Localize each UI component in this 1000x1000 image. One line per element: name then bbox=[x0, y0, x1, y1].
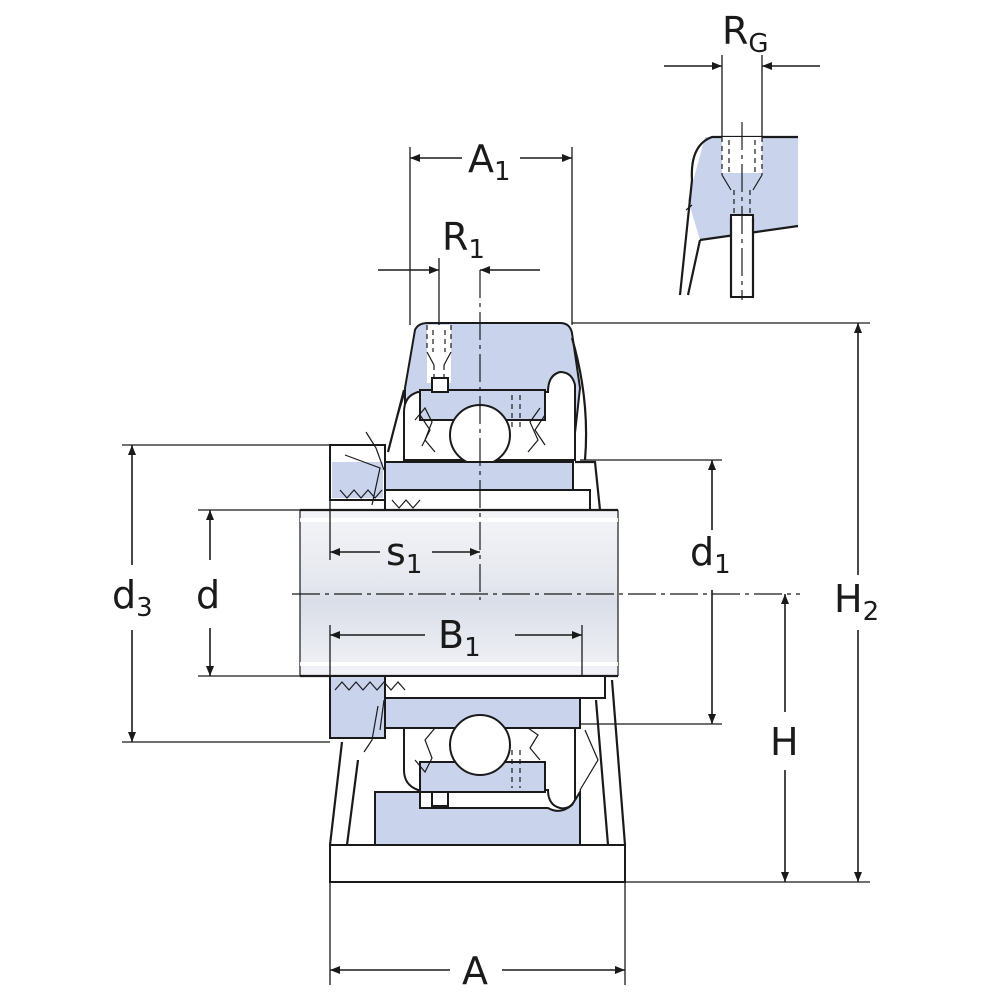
dimension-d3 bbox=[122, 444, 330, 743]
h2-label: H2 bbox=[834, 577, 879, 627]
r1-label: R1 bbox=[442, 215, 485, 265]
detail-housing-outline bbox=[678, 135, 798, 296]
dimension-a1 bbox=[409, 147, 573, 325]
b1-label: B1 bbox=[438, 613, 481, 663]
dimension-r1 bbox=[378, 258, 540, 325]
d-label: d bbox=[196, 573, 220, 617]
housing-base bbox=[329, 844, 626, 883]
dimension-d bbox=[198, 509, 300, 677]
a1-label: A1 bbox=[468, 137, 511, 187]
a-label: A bbox=[462, 949, 488, 993]
detail-housing-fill bbox=[688, 137, 798, 240]
bearing-unit-section bbox=[292, 270, 800, 883]
dimension-b1 bbox=[329, 625, 583, 676]
upper-inner-ring bbox=[384, 461, 574, 491]
rg-label: RG bbox=[722, 9, 769, 59]
s1-label: s1 bbox=[386, 530, 422, 580]
dimension-s1 bbox=[329, 500, 480, 560]
d1-label: d1 bbox=[690, 530, 731, 580]
lower-inner-ring bbox=[384, 697, 581, 729]
lower-ball bbox=[449, 714, 511, 776]
h-label: H bbox=[770, 720, 799, 764]
dimension-d1 bbox=[580, 459, 722, 725]
lower-locking-collar bbox=[329, 675, 386, 739]
dimension-a bbox=[329, 882, 626, 985]
lower-housing bbox=[374, 788, 581, 846]
shaft bbox=[300, 510, 618, 676]
dimension-h2 bbox=[572, 322, 870, 882]
grease-fitting-detail bbox=[664, 55, 820, 300]
d3-label: d3 bbox=[112, 573, 153, 623]
dimension-h bbox=[625, 594, 870, 883]
